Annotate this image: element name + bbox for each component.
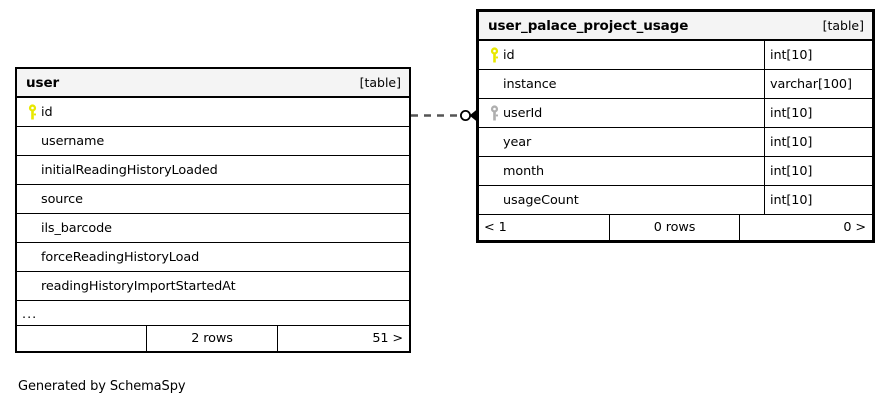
column-cell-name: forceReadingHistoryLoad xyxy=(17,243,409,271)
column-cell-type: int[10] xyxy=(764,41,872,69)
column-cell-type: varchar[100] xyxy=(764,70,872,98)
table-footer-user-palace-project-usage: < 1 0 rows 0 > xyxy=(479,215,872,240)
table-row[interactable]: id int[10] xyxy=(479,41,872,70)
column-type: varchar[100] xyxy=(770,76,852,92)
table-row[interactable]: year int[10] xyxy=(479,128,872,157)
column-name: year xyxy=(503,134,532,150)
table-row[interactable]: month int[10] xyxy=(479,157,872,186)
table-footer-user: 2 rows 51 > xyxy=(17,326,409,351)
column-cell-name: month xyxy=(479,157,764,185)
column-type: int[10] xyxy=(770,163,813,179)
column-type: int[10] xyxy=(770,105,813,121)
column-cell-name: id xyxy=(479,41,764,69)
column-name: forceReadingHistoryLoad xyxy=(41,249,200,265)
column-name: instance xyxy=(503,76,557,92)
column-name: initialReadingHistoryLoaded xyxy=(41,162,218,178)
footer-row-count: 2 rows xyxy=(146,326,278,351)
column-cell-name: ils_barcode xyxy=(17,214,409,242)
foreign-key-icon xyxy=(485,99,503,127)
column-name: userId xyxy=(503,105,543,121)
table-row[interactable]: id xyxy=(17,98,409,127)
footer-next-page[interactable]: 51 > xyxy=(372,331,403,346)
column-cell-name: year xyxy=(479,128,764,156)
primary-key-icon xyxy=(23,98,41,126)
column-cell-name: id xyxy=(17,98,409,126)
table-header-user-palace-project-usage: user_palace_project_usage [table] xyxy=(479,12,872,41)
column-type: int[10] xyxy=(770,192,813,208)
primary-key-icon xyxy=(485,41,503,69)
table-row[interactable]: ils_barcode xyxy=(17,214,409,243)
table-name-user-palace-project-usage: user_palace_project_usage xyxy=(488,17,689,34)
column-cell-name: source xyxy=(17,185,409,213)
column-cell-type: int[10] xyxy=(764,157,872,185)
table-row[interactable]: readingHistoryImportStartedAt xyxy=(17,272,409,301)
column-cell-name: instance xyxy=(479,70,764,98)
footer-prev-page[interactable]: < 1 xyxy=(484,220,507,235)
table-tag-user-palace-project-usage: [table] xyxy=(822,18,864,33)
table-row[interactable]: userId int[10] xyxy=(479,99,872,128)
column-cell-name: usageCount xyxy=(479,186,764,214)
er-table-user-palace-project-usage[interactable]: user_palace_project_usage [table] id int… xyxy=(476,9,875,243)
column-name: username xyxy=(41,133,105,149)
table-row[interactable]: initialReadingHistoryLoaded xyxy=(17,156,409,185)
table-row[interactable]: usageCount int[10] xyxy=(479,186,872,215)
footer-prev-page[interactable] xyxy=(17,326,146,351)
er-table-user[interactable]: user [table] id username initialR xyxy=(15,67,411,353)
column-name: month xyxy=(503,163,545,179)
column-cell-name: initialReadingHistoryLoaded xyxy=(17,156,409,184)
column-cell-type: int[10] xyxy=(764,99,872,127)
table-tag-user: [table] xyxy=(359,75,401,90)
column-name: readingHistoryImportStartedAt xyxy=(41,278,236,294)
table-name-user: user xyxy=(26,74,60,91)
column-cell-type: int[10] xyxy=(764,128,872,156)
column-cell-name: userId xyxy=(479,99,764,127)
table-row[interactable]: source xyxy=(17,185,409,214)
column-name: usageCount xyxy=(503,192,579,208)
footer-row-count: 0 rows xyxy=(608,215,741,240)
column-cell-name: username xyxy=(17,127,409,155)
table-header-user: user [table] xyxy=(17,69,409,98)
column-type: int[10] xyxy=(770,47,813,63)
diagram-caption: Generated by SchemaSpy xyxy=(18,379,186,394)
column-cell-type: int[10] xyxy=(764,186,872,214)
column-cell-name: readingHistoryImportStartedAt xyxy=(17,272,409,300)
footer-next-page[interactable]: 0 > xyxy=(843,220,866,235)
column-name: id xyxy=(503,47,515,63)
column-name: source xyxy=(41,191,83,207)
table-row[interactable]: username xyxy=(17,127,409,156)
truncated-columns-indicator: ... xyxy=(17,301,409,326)
table-row[interactable]: instance varchar[100] xyxy=(479,70,872,99)
column-name: ils_barcode xyxy=(41,220,112,236)
table-row[interactable]: forceReadingHistoryLoad xyxy=(17,243,409,272)
column-type: int[10] xyxy=(770,134,813,150)
column-name: id xyxy=(41,104,53,120)
relationship-user-to-user-palace-project-usage xyxy=(409,104,481,127)
